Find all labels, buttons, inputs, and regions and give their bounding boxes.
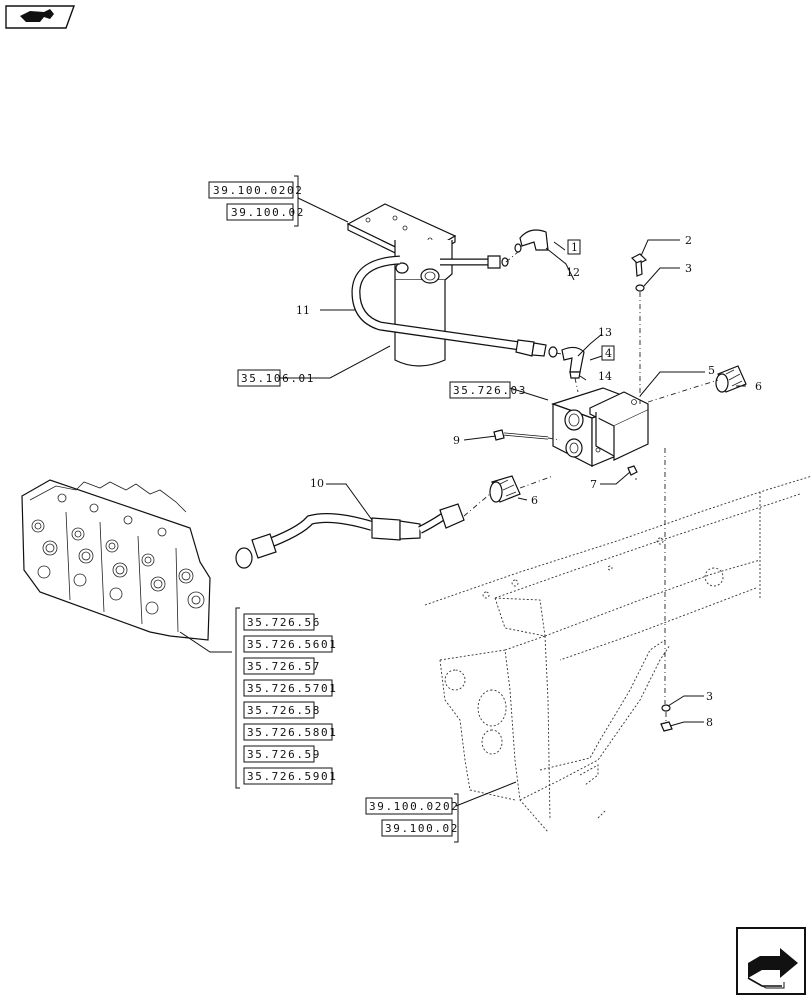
- callout-9: 9: [453, 434, 460, 447]
- callout-8: 8: [706, 716, 713, 729]
- callouts: 1 2 3 4 5 6 6 7 8 3 9 10 11 12 13 14: [296, 234, 762, 729]
- ref-label: 35.726.03: [453, 384, 527, 397]
- callout-13: 13: [598, 326, 612, 339]
- ref-label: 35.726.5701: [247, 682, 337, 695]
- ref-label: 39.100.0202: [369, 800, 459, 813]
- callout-3: 3: [706, 690, 713, 703]
- callout-10: 10: [310, 477, 324, 490]
- ref-label: 35.726.57: [247, 660, 321, 673]
- ref-group-frame: 39.100.0202 39.100.02: [365, 793, 459, 843]
- ref-label: 39.100.02: [385, 822, 459, 835]
- nut-7: [627, 465, 638, 476]
- valve-block: [551, 387, 649, 467]
- callout-7: 7: [590, 478, 597, 491]
- callout-3: 3: [685, 262, 692, 275]
- ref-filter-body[interactable]: 35.106.01: [237, 369, 315, 387]
- callout-12: 12: [566, 266, 580, 279]
- callout-4: 4: [605, 347, 612, 360]
- ref-label: 35.726.5601: [247, 638, 337, 651]
- ref-group-filter-top: 39.100.0202 39.100.02: [208, 175, 305, 227]
- chassis-frame: [424, 475, 812, 833]
- ref-label: 39.100.02: [231, 206, 305, 219]
- washer-3-lower: [661, 704, 671, 712]
- ref-label: 35.726.58: [247, 704, 321, 717]
- callout-box-1: [567, 239, 581, 255]
- fitting-6-right: [715, 365, 747, 393]
- ref-label: 39.100.0202: [213, 184, 303, 197]
- leader-lines: [179, 197, 746, 807]
- callout-6: 6: [531, 494, 538, 507]
- bolt-2: [630, 253, 648, 277]
- callout-box-4: [601, 345, 615, 361]
- filter-assembly: [346, 203, 585, 379]
- next-page-arrow-icon[interactable]: [736, 927, 806, 995]
- ref-label: 35.726.5801: [247, 726, 337, 739]
- bolt-9: [493, 429, 549, 441]
- callout-14: 14: [598, 370, 612, 383]
- ref-block[interactable]: 35.726.03: [449, 381, 527, 399]
- callout-11: 11: [296, 304, 310, 317]
- callout-6: 6: [755, 380, 762, 393]
- callout-1: 1: [571, 241, 578, 254]
- book-arrow-icon[interactable]: [5, 5, 75, 29]
- fitting-6-lower: [489, 475, 521, 503]
- assembly-lines: [463, 251, 719, 722]
- nut-8: [660, 721, 673, 732]
- washer-3-top: [635, 284, 645, 292]
- callout-5: 5: [708, 364, 715, 377]
- control-valve: [21, 479, 211, 641]
- hose-10: [235, 503, 465, 569]
- ref-label: 35.106.01: [241, 372, 315, 385]
- callout-2: 2: [685, 234, 692, 247]
- ref-group-valve: 35.726.56 35.726.5601 35.726.57 35.726.5…: [235, 607, 337, 789]
- ref-label: 35.726.5901: [247, 770, 337, 783]
- ref-label: 35.726.56: [247, 616, 321, 629]
- ref-label: 35.726.59: [247, 748, 321, 761]
